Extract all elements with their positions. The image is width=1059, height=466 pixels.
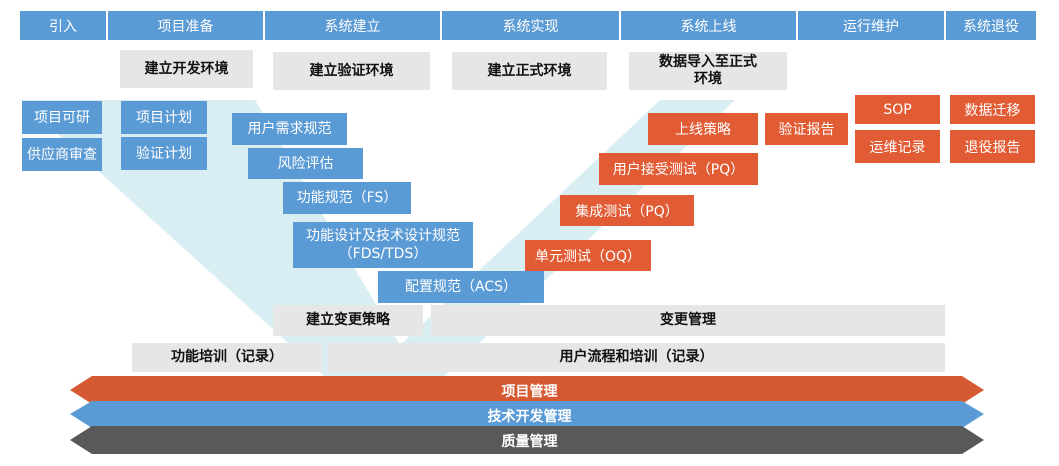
- band-quality-arrow: [70, 426, 984, 454]
- env-dev: 建立开发环境: [120, 50, 253, 88]
- doc-validation-plan: 验证计划: [121, 137, 207, 170]
- doc-go-live-strategy: 上线策略: [648, 113, 758, 145]
- doc-fds-tds: 功能设计及技术设计规范 （FDS/TDS）: [293, 222, 473, 268]
- doc-uat-pq: 用户接受测试（PQ）: [599, 153, 758, 185]
- phase-project-prep: 项目准备: [108, 11, 263, 40]
- doc-data-migration: 数据迁移: [950, 95, 1035, 124]
- env-production: 建立正式环境: [452, 52, 607, 90]
- doc-fds-tds-line1: 功能设计及技术设计规范: [306, 228, 460, 244]
- doc-urs: 用户需求规范: [232, 113, 347, 145]
- phase-operation: 运行维护: [798, 11, 944, 40]
- phase-intro: 引入: [20, 11, 106, 40]
- doc-supplier-audit: 供应商审查: [22, 138, 102, 171]
- doc-risk: 风险评估: [248, 148, 363, 179]
- doc-sop: SOP: [855, 95, 940, 124]
- band-project-arrow: [70, 376, 984, 404]
- band-project-label: 项目管理: [501, 384, 558, 400]
- band-quality-label: 质量管理: [501, 434, 558, 450]
- change-strategy: 建立变更策略: [273, 305, 423, 336]
- phase-go-live: 系统上线: [621, 11, 796, 40]
- env-data-import: 数据导入至正式 环境: [629, 52, 787, 90]
- phase-retirement: 系统退役: [946, 11, 1036, 40]
- v-shape-band: [20, 100, 735, 390]
- phase-system-build: 系统建立: [265, 11, 440, 40]
- doc-feasibility: 项目可研: [22, 101, 102, 134]
- env-data-import-line1: 数据导入至正式: [659, 54, 757, 70]
- training-functional: 功能培训（记录）: [132, 343, 322, 372]
- env-data-import-line2: 环境: [694, 71, 722, 87]
- doc-integration-test-pq: 集成测试（PQ）: [560, 195, 694, 226]
- training-user-process: 用户流程和培训（记录）: [328, 343, 945, 372]
- doc-validation-report: 验证报告: [765, 113, 848, 145]
- band-tech-label: 技术开发管理: [487, 409, 572, 425]
- doc-retire-report: 退役报告: [950, 130, 1035, 163]
- doc-fs: 功能规范（FS）: [283, 182, 411, 214]
- doc-project-plan: 项目计划: [121, 101, 207, 134]
- change-management: 变更管理: [431, 305, 945, 336]
- doc-ops-record: 运维记录: [855, 130, 940, 163]
- doc-acs: 配置规范（ACS）: [378, 271, 544, 303]
- doc-unit-test-oq: 单元测试（OQ）: [525, 240, 651, 271]
- env-validation: 建立验证环境: [273, 52, 430, 90]
- band-tech-arrow: [70, 401, 984, 428]
- phase-system-implement: 系统实现: [442, 11, 619, 40]
- doc-fds-tds-line2: （FDS/TDS）: [338, 246, 428, 262]
